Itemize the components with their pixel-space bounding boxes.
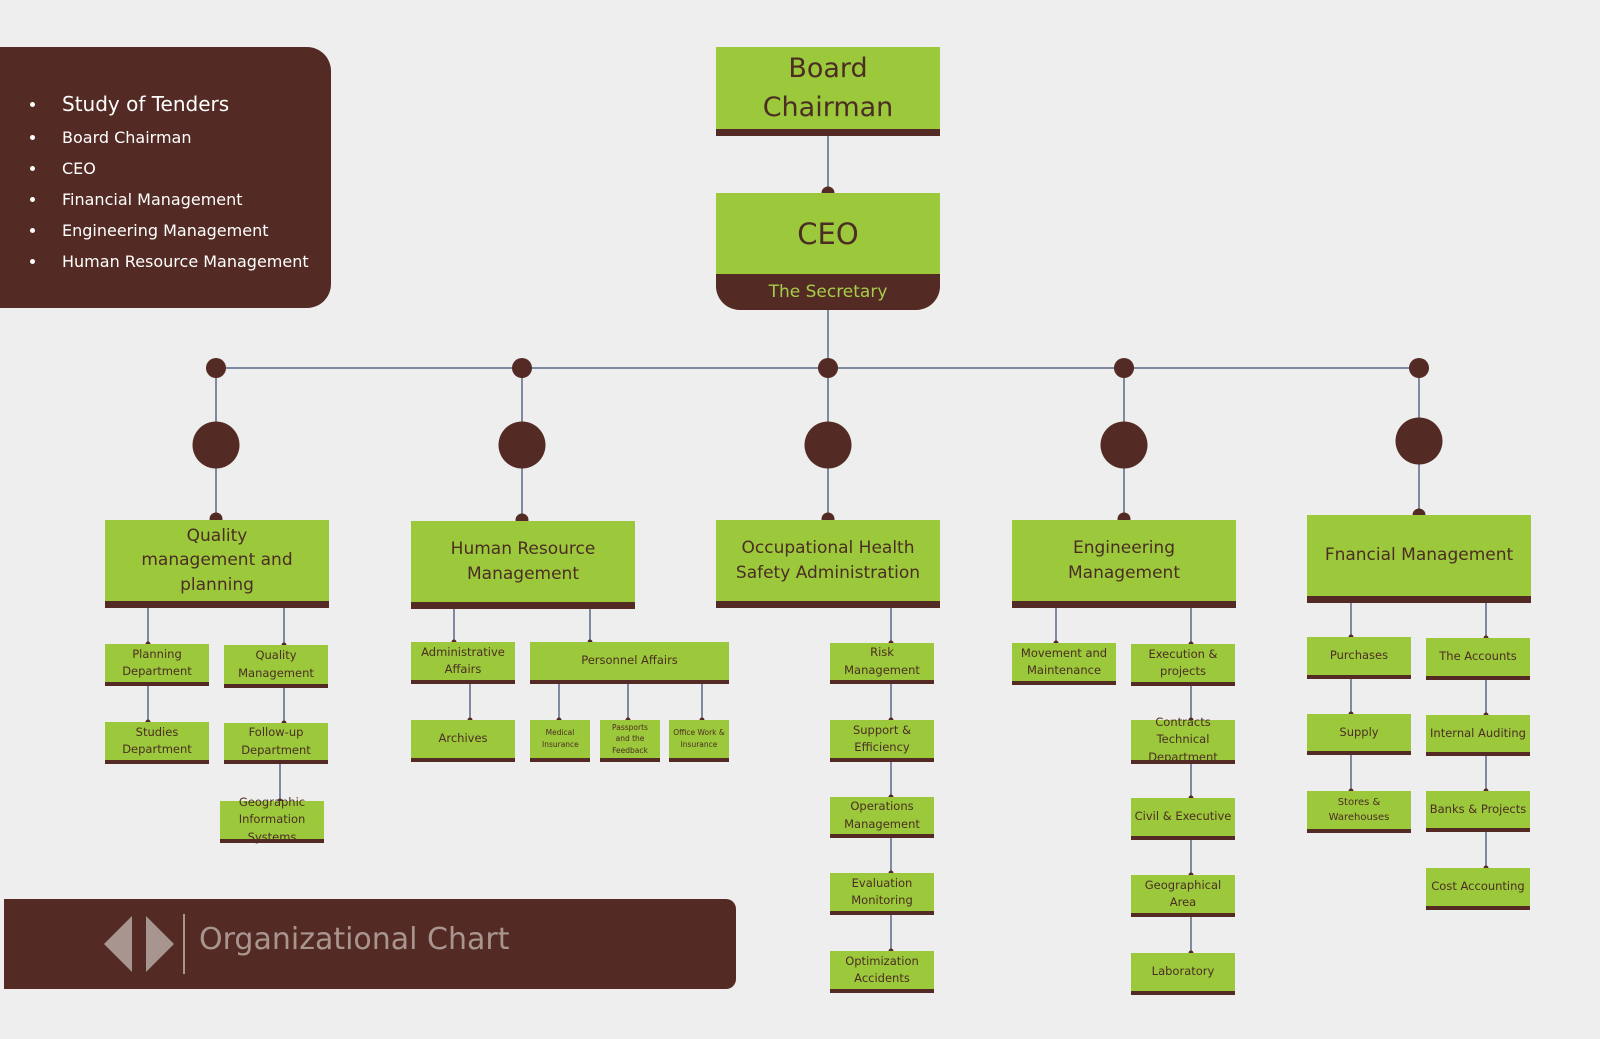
unit-purchases: Purchases bbox=[1307, 637, 1411, 679]
unit-internal-auditing: Internal Auditing bbox=[1426, 715, 1530, 756]
unit-label: Passports and the Feedback bbox=[612, 722, 648, 755]
legend-item: Human Resource Management bbox=[30, 246, 331, 277]
unit-label: Risk Management bbox=[844, 645, 920, 677]
unit-risk-management: Risk Management bbox=[830, 643, 934, 684]
footer-banner: Organizational Chart bbox=[4, 899, 736, 989]
unit-optimization-accidents: Optimization Accidents bbox=[830, 951, 934, 993]
dept-hr-box: Human Resource Management bbox=[411, 521, 635, 609]
arrows-icon bbox=[104, 914, 185, 974]
unit-banks-projects: Banks & Projects bbox=[1426, 791, 1530, 832]
unit-label: Banks & Projects bbox=[1429, 801, 1527, 816]
unit-follow-up-department: Follow-up Department bbox=[224, 723, 328, 764]
unit-contracts-technical-department: Contracts Technical Department bbox=[1131, 715, 1235, 764]
unit-label: Execution & projects bbox=[1148, 646, 1218, 678]
legend-item: CEO bbox=[30, 153, 331, 184]
unit-label: Civil & Executive bbox=[1134, 809, 1232, 824]
unit-label: Evaluation Monitoring bbox=[851, 875, 913, 907]
unit-label: Contracts Technical Department bbox=[1148, 715, 1218, 764]
unit-label: Internal Auditing bbox=[1430, 725, 1526, 740]
dept-hr-label: Human Resource Management bbox=[450, 538, 596, 584]
unit-studies-department: Studies Department bbox=[105, 722, 209, 764]
unit-label: Personnel Affairs bbox=[581, 653, 678, 668]
unit-quality-management: Quality Management bbox=[224, 645, 328, 688]
unit-stores-warehouses: Stores & Warehouses bbox=[1307, 791, 1411, 833]
unit-label: Supply bbox=[1339, 724, 1379, 739]
unit-laboratory: Laboratory bbox=[1131, 953, 1235, 995]
unit-supply: Supply bbox=[1307, 714, 1411, 755]
dept-eng-box: Engineering Management bbox=[1012, 520, 1236, 608]
unit-civil-executive: Civil & Executive bbox=[1131, 798, 1235, 840]
dept-ohs-label: Occupational Health Safety Administratio… bbox=[735, 537, 921, 583]
dept-quality-box: Quality management and planning bbox=[105, 520, 329, 608]
legend-item: Engineering Management bbox=[30, 215, 331, 246]
unit-label: Cost Accounting bbox=[1431, 879, 1525, 894]
unit-label: Planning Department bbox=[122, 646, 192, 678]
unit-label: The Accounts bbox=[1439, 649, 1517, 664]
dept-fin-label: Fnancial Management bbox=[1324, 545, 1514, 566]
chart-title: Organizational Chart bbox=[199, 922, 510, 957]
dept-ohs-box: Occupational Health Safety Administratio… bbox=[716, 520, 940, 608]
unit-planning-department: Planning Department bbox=[105, 644, 209, 686]
ceo-label: CEO bbox=[797, 216, 859, 251]
unit-label: Movement and Maintenance bbox=[1020, 645, 1108, 677]
unit-label: Optimization Accidents bbox=[845, 953, 919, 985]
dept-fin-box: Fnancial Management bbox=[1307, 515, 1531, 603]
board-chairman-box: Board Chairman bbox=[716, 47, 940, 136]
unit-evaluation-monitoring: Evaluation Monitoring bbox=[830, 873, 934, 915]
unit-administrative-affairs: Administrative Affairs bbox=[411, 642, 515, 684]
unit-personnel-affairs: Personnel Affairs bbox=[530, 642, 729, 684]
unit-label: Office Work & Insurance bbox=[673, 728, 725, 749]
unit-label: Administrative Affairs bbox=[421, 644, 505, 676]
legend-item: Financial Management bbox=[30, 184, 331, 215]
unit-label: Geographic Information Systems bbox=[238, 795, 306, 844]
unit-cost-accounting: Cost Accounting bbox=[1426, 868, 1530, 910]
unit-operations-management: Operations Management bbox=[830, 797, 934, 838]
unit-the-accounts: The Accounts bbox=[1426, 638, 1530, 680]
unit-label: Support & Efficiency bbox=[852, 722, 912, 754]
unit-geographical-area: Geographical Area bbox=[1131, 875, 1235, 917]
unit-label: Purchases bbox=[1329, 648, 1389, 663]
dept-eng-label: Engineering Management bbox=[1068, 537, 1180, 583]
legend-panel: Study of Tenders Board Chairman CEO Fina… bbox=[0, 47, 331, 308]
dept-quality-label: Quality management and planning bbox=[141, 525, 293, 595]
unit-execution-projects: Execution & projects bbox=[1131, 644, 1235, 686]
legend-heading: Study of Tenders bbox=[30, 89, 331, 122]
ceo-box: CEO The Secretary bbox=[716, 193, 940, 310]
unit-medical-insurance: Medical Insurance bbox=[530, 720, 590, 762]
unit-label: Medical Insurance bbox=[542, 728, 579, 749]
legend-list: Study of Tenders Board Chairman CEO Fina… bbox=[0, 47, 331, 277]
unit-support-efficiency: Support & Efficiency bbox=[830, 720, 934, 762]
unit-passports-feedback: Passports and the Feedback bbox=[600, 720, 660, 762]
unit-label: Quality Management bbox=[238, 648, 314, 680]
unit-office-work-insurance: Office Work & Insurance bbox=[669, 720, 729, 762]
unit-label: Follow-up Department bbox=[241, 725, 311, 757]
unit-label: Archives bbox=[438, 731, 488, 746]
unit-label: Laboratory bbox=[1151, 964, 1215, 979]
legend-item: Board Chairman bbox=[30, 122, 331, 153]
unit-label: Stores & Warehouses bbox=[1328, 797, 1390, 823]
unit-label: Operations Management bbox=[844, 799, 920, 831]
unit-movement-maintenance: Movement and Maintenance bbox=[1012, 643, 1116, 685]
secretary-label: The Secretary bbox=[716, 274, 940, 310]
unit-label: Geographical Area bbox=[1144, 877, 1222, 909]
unit-label: Studies Department bbox=[122, 724, 192, 756]
board-chairman-label: Board Chairman bbox=[762, 52, 894, 123]
unit-geographic-information-systems: Geographic Information Systems bbox=[220, 795, 324, 844]
unit-archives: Archives bbox=[411, 720, 515, 762]
